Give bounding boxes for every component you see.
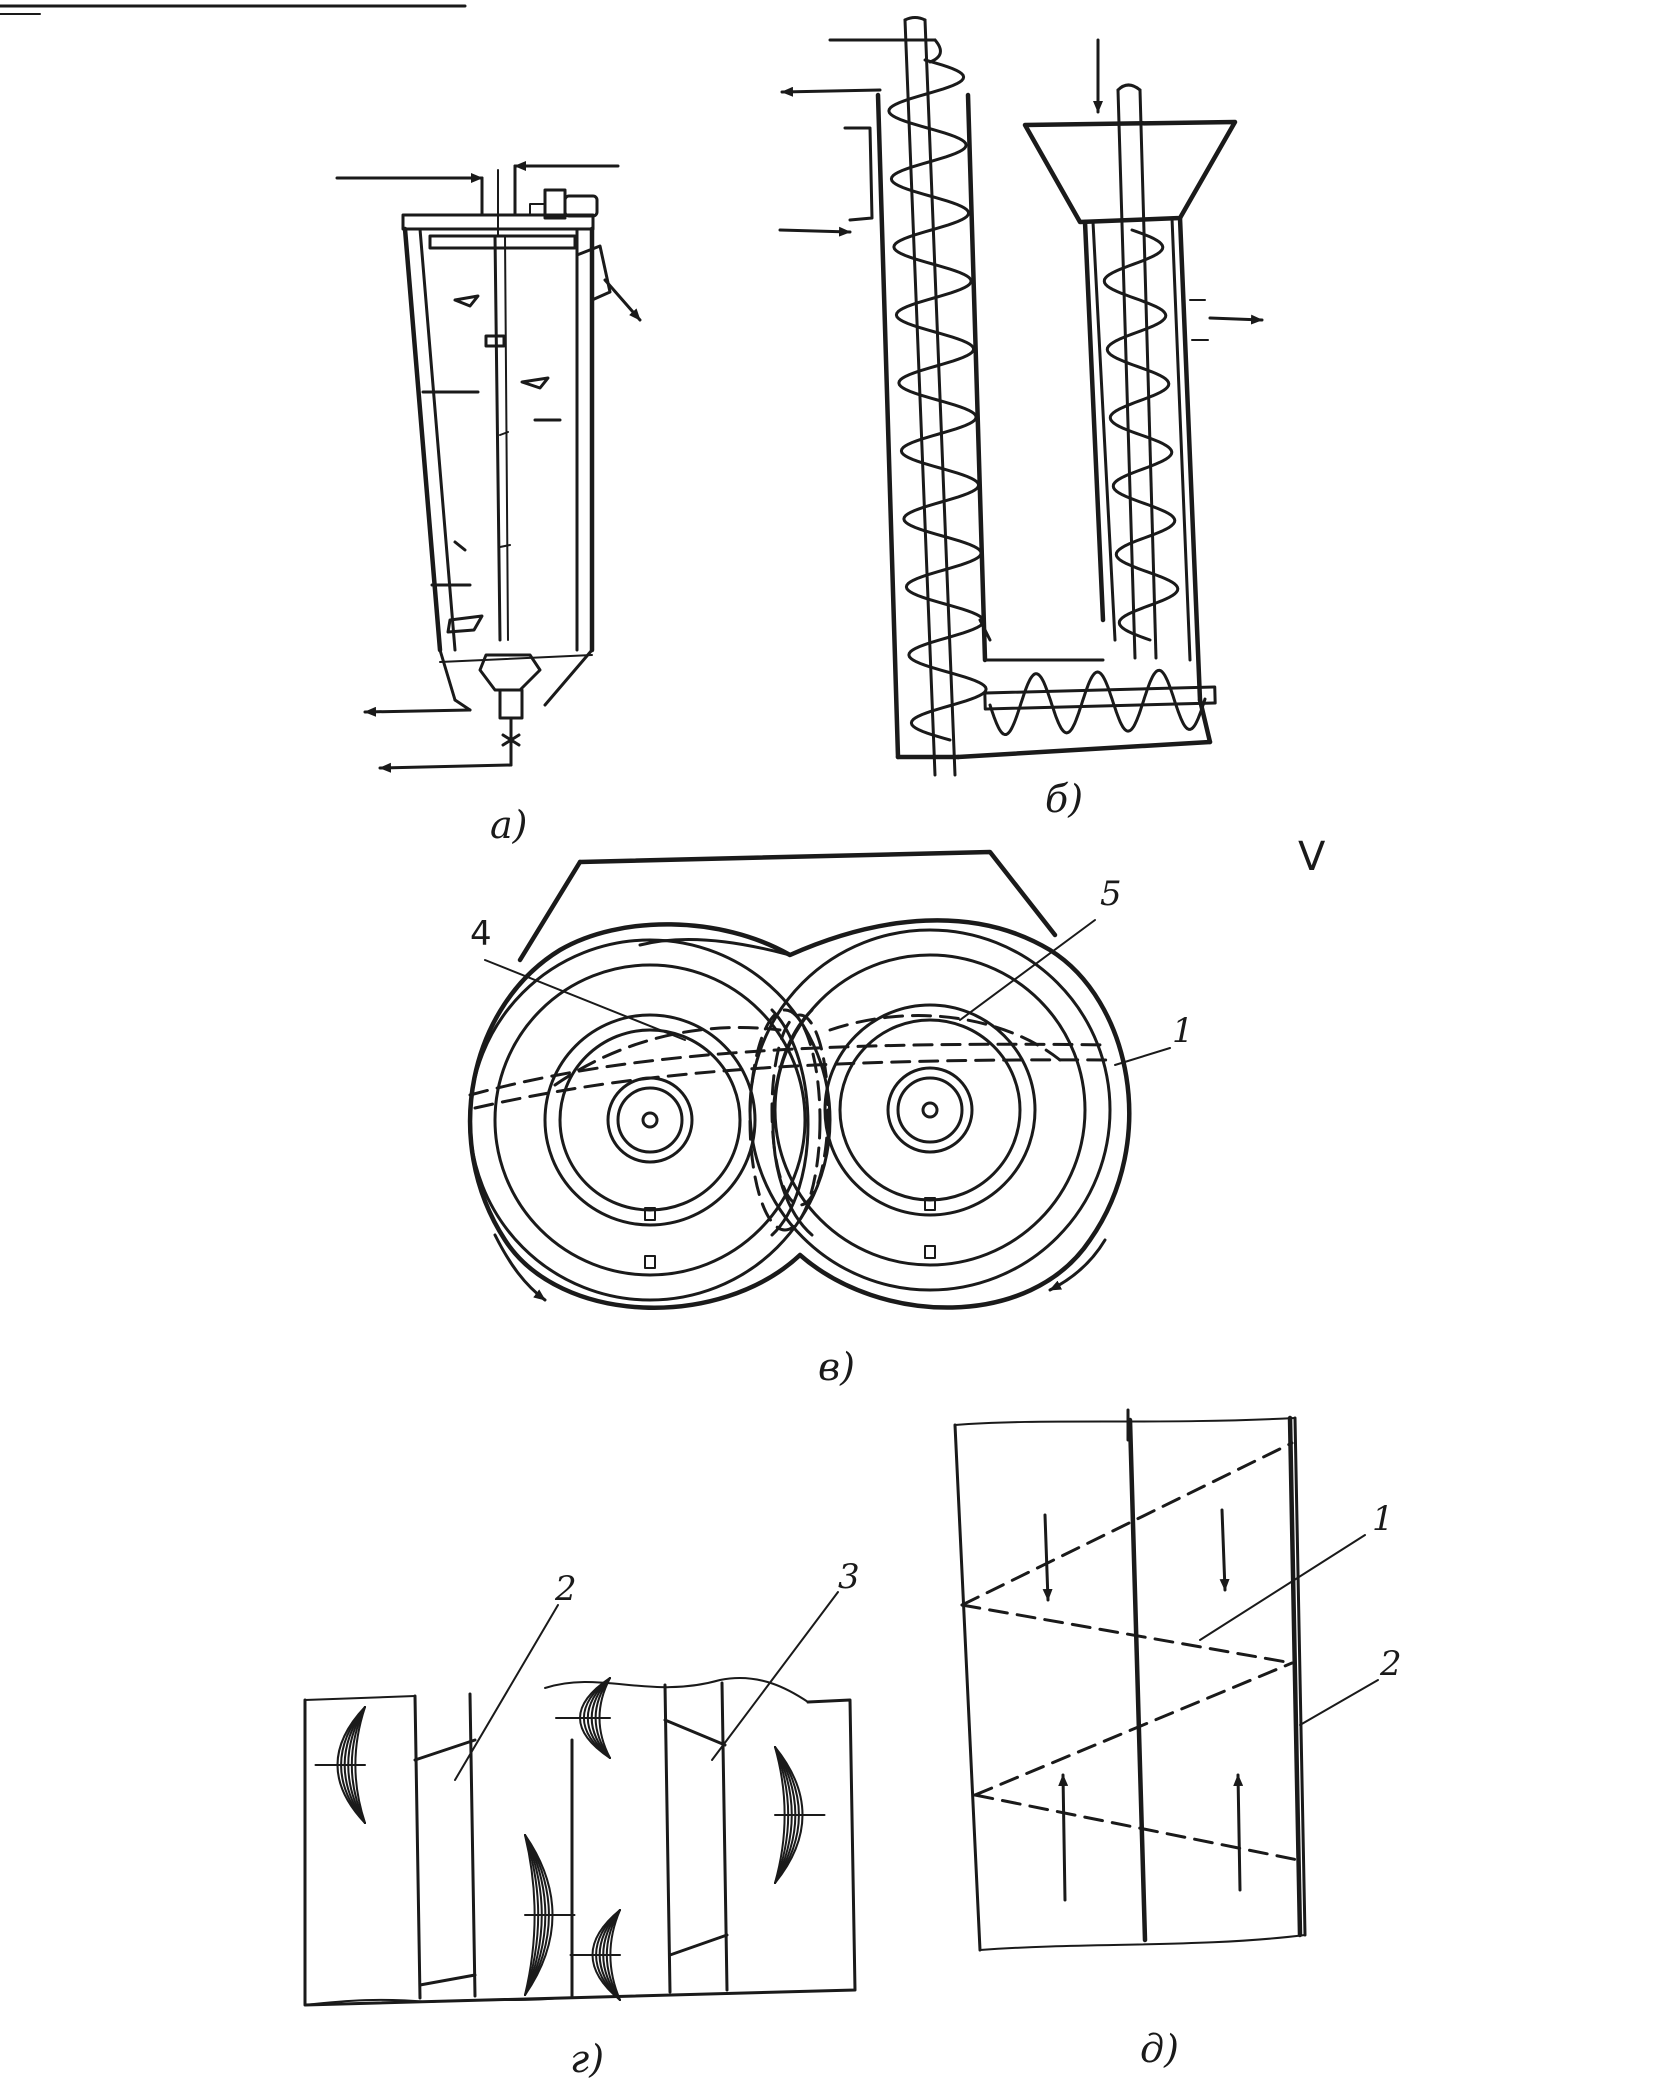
flight-lobe-left-top bbox=[314, 1706, 366, 1824]
flight-lobe-center-top bbox=[555, 1677, 611, 1759]
label-3: 3 bbox=[838, 1557, 860, 1597]
top-edge-fragment bbox=[0, 4, 467, 15]
caption-a: а) bbox=[490, 803, 527, 847]
flight-lobe-right-bottom bbox=[569, 1909, 621, 2001]
label-1-d: 1 bbox=[1372, 1499, 1394, 1539]
caption-d: д) bbox=[1140, 2027, 1179, 2071]
caption-g: г) bbox=[570, 2037, 604, 2079]
caption-v: в) bbox=[818, 1345, 855, 1389]
label-1-v: 1 bbox=[1172, 1011, 1194, 1051]
caption-b: б) bbox=[1045, 777, 1083, 821]
label-2-g: 2 bbox=[554, 1569, 577, 1609]
label-4: 4 bbox=[470, 914, 492, 954]
flight-lobe-right-mid bbox=[774, 1746, 826, 1884]
diagram-a-stirred-vessel bbox=[335, 161, 642, 773]
label-2-d: 2 bbox=[1379, 1644, 1402, 1684]
diagram-d-channel-flow bbox=[953, 1408, 1379, 1952]
label-5: 5 bbox=[1100, 874, 1122, 914]
flight-lobe-center-bottom bbox=[524, 1834, 576, 1996]
margin-mark-v: V bbox=[1298, 834, 1326, 880]
diagram-b-screw-apparatus bbox=[778, 16, 1264, 777]
diagram-g-screw-flights bbox=[303, 1591, 857, 2007]
diagram-v-twin-screw-section bbox=[467, 849, 1171, 1310]
